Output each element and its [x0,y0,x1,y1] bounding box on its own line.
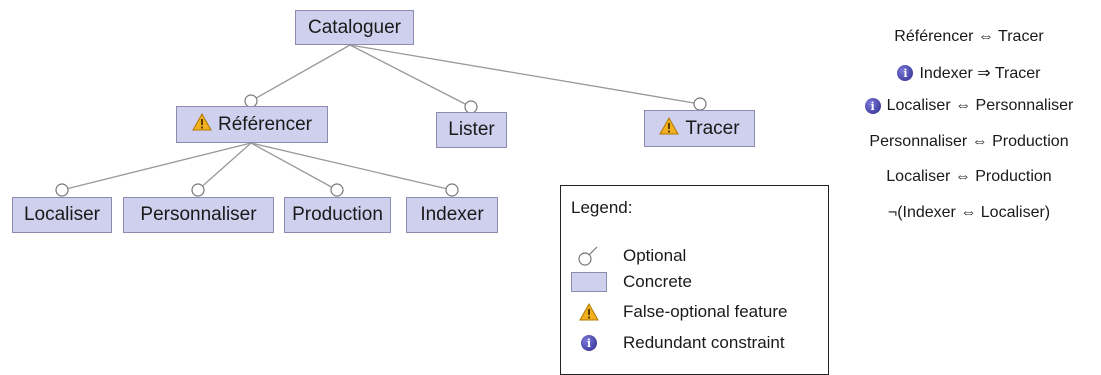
legend-optional-label: Optional [623,246,687,265]
legend-redundant-label: Redundant constraint [623,333,785,352]
feature-personnaliser-label: Personnaliser [140,204,257,225]
info-icon: i [864,98,881,114]
feature-localiser[interactable]: Localiser [12,197,112,233]
feature-localiser-label: Localiser [23,204,101,225]
constraint-text: Personnaliser ⇔ Production [869,133,1069,150]
edge-referencer-production [250,142,338,191]
constraint-item: Personnaliser ⇔ Production [840,133,1098,151]
edge-referencer-localiser [61,142,252,191]
feature-lister-label: Lister [448,119,495,140]
constraint-text: Localiser ⇔ Production [886,168,1052,185]
warning-icon [192,112,212,137]
feature-lister[interactable]: Lister [436,112,507,148]
edge-cataloguer-referencer [250,44,351,102]
constraint-text: Localiser ⇔ Personnaliser [886,97,1074,114]
optional-marker-localiser [55,183,69,197]
concrete-swatch-icon [561,272,617,292]
legend-row-false-optional: False-optional feature [561,300,787,324]
edge-cataloguer-lister [349,44,472,108]
feature-referencer-label: Référencer [218,113,312,135]
legend-title: Legend: [571,198,633,217]
optional-marker-indexer [445,183,459,197]
edge-referencer-indexer [250,142,453,191]
feature-cataloguer-label: Cataloguer [308,16,401,38]
legend-row-concrete: Concrete [561,270,692,294]
info-icon: i [897,65,914,81]
legend-panel: Legend: Optional Concrete False-optional… [560,185,829,375]
edge-cataloguer-tracer [349,44,701,105]
legend-row-optional: Optional [561,244,686,268]
constraint-item: ¬(Indexer ⇔ Localiser) [840,204,1098,222]
constraint-item: i Localiser ⇔ Personnaliser [840,97,1098,115]
feature-tracer[interactable]: Tracer [644,110,755,147]
warning-icon [659,116,680,141]
info-icon: i [561,335,617,351]
feature-indexer[interactable]: Indexer [406,197,498,233]
optional-marker-production [330,183,344,197]
warning-icon [561,303,617,321]
edge-referencer-personnaliser [197,142,252,191]
optional-circle-icon [561,245,617,267]
feature-personnaliser[interactable]: Personnaliser [123,197,274,233]
constraint-text: ¬(Indexer ⇔ Localiser) [887,204,1051,221]
legend-row-redundant: i Redundant constraint [561,331,785,355]
legend-concrete-label: Concrete [623,272,692,291]
feature-referencer[interactable]: Référencer [176,106,328,143]
constraint-item: Localiser ⇔ Production [840,168,1098,186]
feature-indexer-label: Indexer [420,204,484,225]
feature-production-label: Production [292,204,383,225]
constraint-item: Référencer ⇔ Tracer [840,28,1098,46]
feature-tracer-label: Tracer [685,117,740,139]
feature-production[interactable]: Production [284,197,391,233]
constraint-text: Référencer ⇔ Tracer [894,28,1044,45]
constraint-text: Indexer ⇒ Tracer [919,65,1041,82]
legend-false-optional-label: False-optional feature [623,302,788,321]
feature-cataloguer[interactable]: Cataloguer [295,10,414,45]
constraint-item: i Indexer ⇒ Tracer [840,63,1098,83]
optional-marker-personnaliser [191,183,205,197]
optional-marker-tracer [693,97,707,111]
